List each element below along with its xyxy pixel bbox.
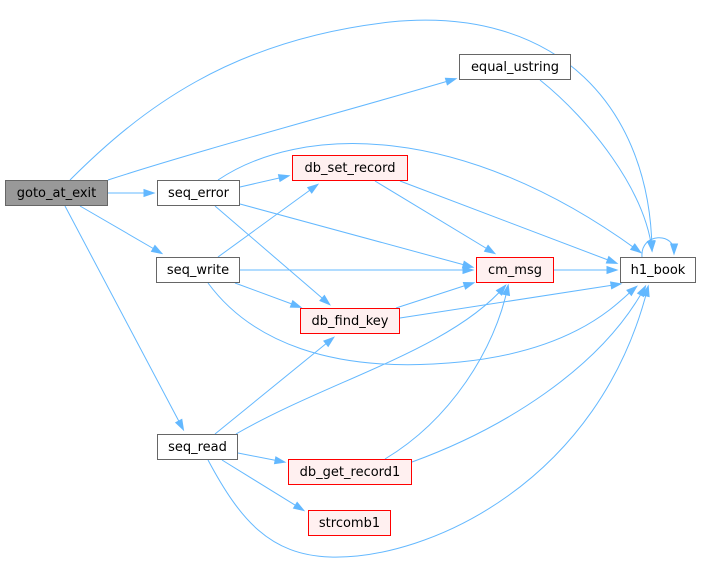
node-seq-write[interactable]: seq_write (156, 257, 240, 283)
edge-arrowhead (306, 183, 320, 194)
edge-arrowhead (636, 284, 647, 298)
node-seq-read[interactable]: seq_read (157, 434, 238, 460)
edge-goto-at-exit-to-seq-write (79, 205, 162, 254)
edge-arrowhead (626, 285, 638, 297)
edge-arrowhead (483, 244, 497, 255)
edge-db-get-record1-to-h1-book (411, 286, 646, 463)
edge-arrowhead (462, 265, 475, 275)
edge-arrowhead (605, 255, 619, 264)
edge-db-find-key-to-h1-book (399, 283, 621, 319)
edge-seq-write-to-h1-book (207, 282, 637, 366)
edge-seq-error-to-h1-book (217, 143, 641, 253)
edge-db-set-record-to-cm-msg (374, 180, 495, 254)
edge-arrowhead (495, 284, 507, 296)
edge-seq-write-to-db-set-record (217, 184, 318, 258)
edge-arrowhead (609, 281, 623, 290)
edge-db-find-key-to-cm-msg (395, 282, 474, 309)
edge-arrowhead (669, 243, 679, 256)
edge-arrowhead (502, 283, 511, 297)
node-goto-at-exit: goto_at_exit (5, 180, 108, 206)
node-db-get-record1[interactable]: db_get_record1 (288, 459, 412, 485)
edge-arrowhead (150, 244, 164, 255)
edge-goto-at-exit-to-seq-read (64, 205, 184, 430)
edge-arrowhead (444, 77, 458, 86)
edge-layer (64, 19, 679, 558)
edge-arrowhead (462, 282, 476, 290)
edge-goto-at-exit-to-equal-ustring (107, 78, 456, 181)
edge-h1-book-to-h1-book (641, 237, 675, 258)
edge-seq-error-to-cm-msg (239, 203, 473, 268)
edge-arrowhead (646, 240, 655, 253)
edge-arrowhead (273, 456, 287, 465)
edge-arrowhead (323, 336, 335, 348)
edge-arrowhead (606, 265, 619, 275)
edge-seq-read-to-h1-book (207, 286, 649, 558)
edge-db-get-record1-to-cm-msg (384, 285, 509, 460)
edge-seq-error-to-db-find-key (214, 205, 330, 305)
edge-arrowhead (277, 174, 291, 183)
edge-seq-read-to-cm-msg (235, 285, 506, 435)
edge-arrowhead (289, 299, 303, 308)
edge-goto-at-exit-to-h1-book (69, 19, 653, 251)
edge-arrowhead (143, 188, 156, 198)
edge-arrowhead (629, 243, 643, 254)
node-equal-ustring[interactable]: equal_ustring (459, 54, 571, 80)
edge-seq-read-to-db-find-key (214, 337, 334, 435)
node-strcomb1[interactable]: strcomb1 (308, 510, 391, 536)
edge-arrowhead (174, 418, 185, 432)
edge-seq-read-to-strcomb1 (221, 459, 304, 511)
node-db-set-record[interactable]: db_set_record (292, 155, 408, 181)
edge-arrowhead (461, 260, 475, 269)
edge-arrowhead (292, 501, 306, 512)
node-h1-book[interactable]: h1_book (620, 257, 696, 283)
edge-equal-ustring-to-h1-book (539, 79, 653, 251)
node-db-find-key[interactable]: db_find_key (300, 308, 400, 334)
edge-seq-write-to-db-find-key (234, 282, 301, 308)
edge-arrowhead (319, 294, 331, 306)
edge-db-set-record-to-h1-book (399, 180, 617, 264)
node-cm-msg[interactable]: cm_msg (476, 257, 554, 283)
node-seq-error[interactable]: seq_error (157, 180, 240, 206)
